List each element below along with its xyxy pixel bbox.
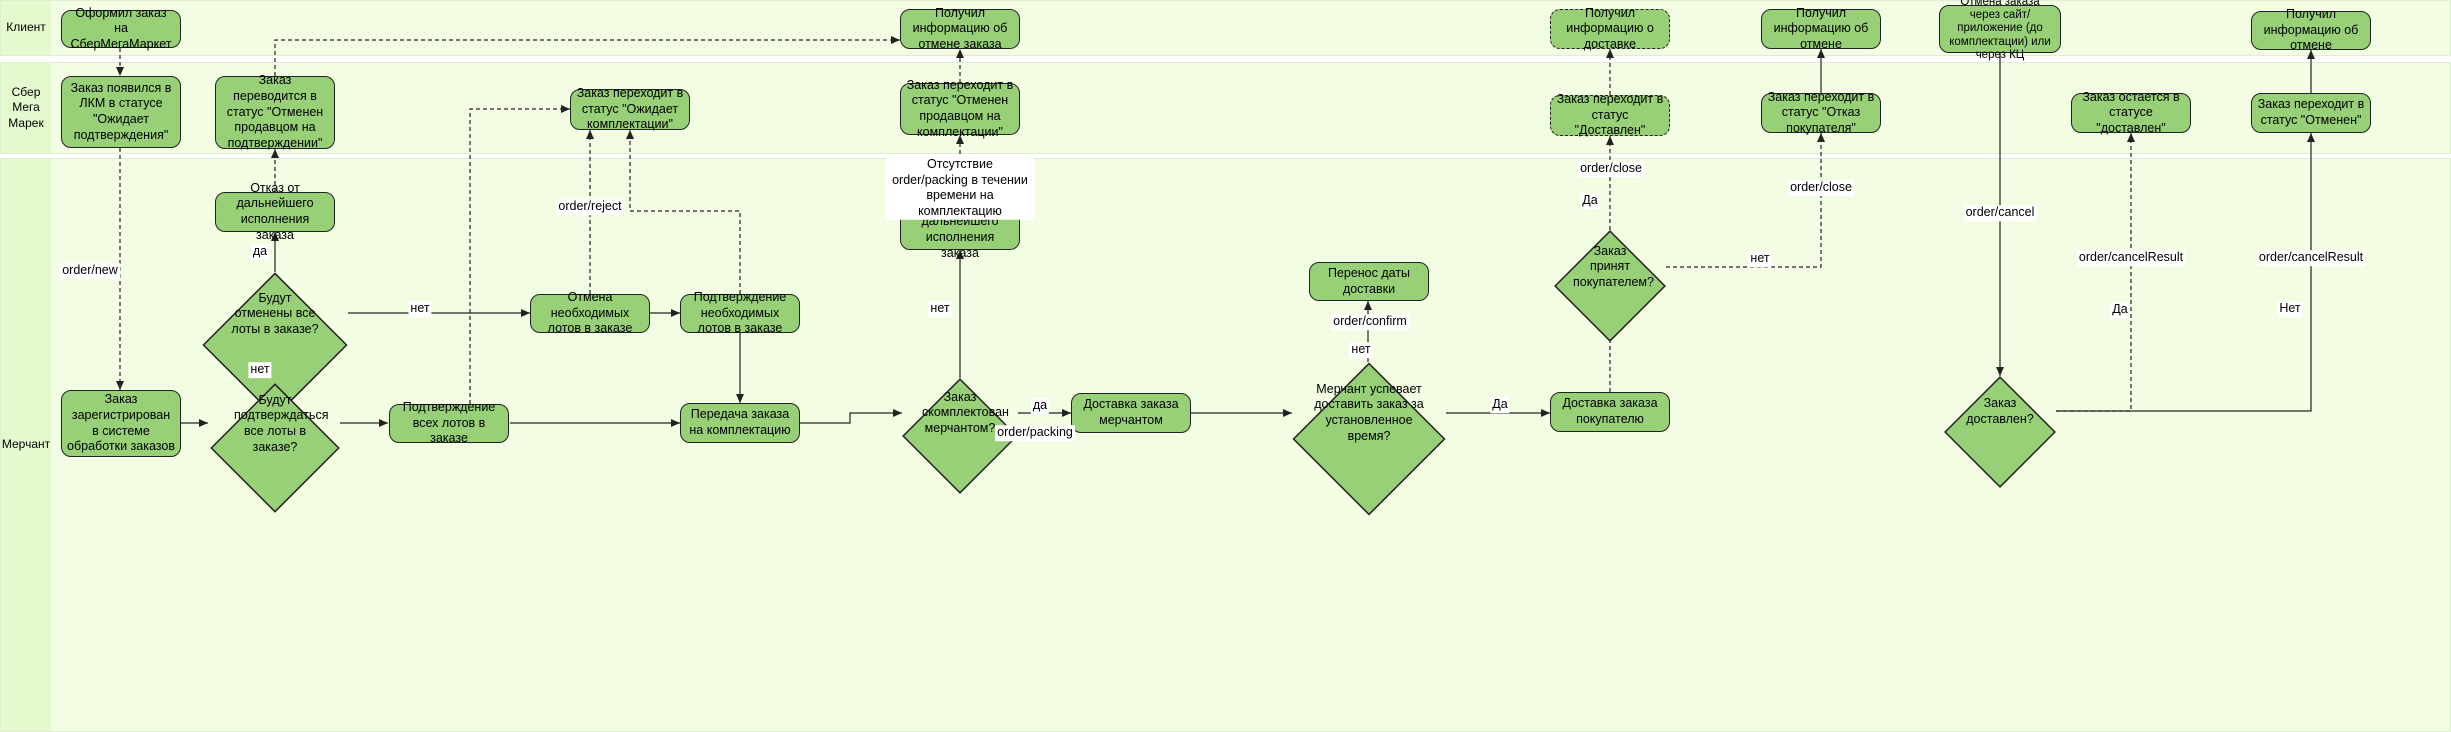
lane-label-sber: Сбер Мега Марек: [1, 63, 51, 153]
edge-accepted-refusal: [1666, 133, 1825, 268]
edge-label-net-partial: нет: [408, 301, 432, 317]
decision-accepted: Заказ принят покупателем?: [1554, 230, 1666, 304]
edge-label-da-refuse: да: [250, 244, 270, 260]
node-order-registered: Заказ зарегистрирован в системе обработк…: [61, 390, 181, 457]
edge-label-order-cancel: order/cancel: [1963, 205, 2037, 221]
edge-label-cancel-result-2: order/cancelResult: [2256, 250, 2366, 266]
edge-cancelstatus-client: [274, 36, 900, 76]
edge-label-net-in-time: нет: [1349, 342, 1373, 358]
edge-label-order-confirm: order/confirm: [1331, 314, 1409, 330]
edge-label-packing-timeout: Отсутствие order/packing в течении време…: [885, 156, 1035, 220]
node-client-refusal-info: Получил информацию об отмене: [1761, 6, 1881, 51]
lane-sber: Сбер Мега Марек: [0, 62, 2451, 154]
decision-shape: [1554, 230, 1666, 342]
edge-confirmlots-waitpack: [626, 130, 741, 294]
decision-shape: [1944, 376, 2056, 488]
edge-label-order-close-2: order/close: [1788, 180, 1854, 196]
node-status-delivered: Заказ переходит в статус "Доставлен": [1550, 92, 1670, 137]
edge-label-net-packed: нет: [928, 301, 952, 317]
edge-label-order-packing: order/packing: [995, 425, 1075, 441]
decision-accepted-text: Заказ принят покупателем?: [1573, 243, 1654, 289]
node-refuse-execution: Отказ от дальнейшего исполнения заказа: [215, 181, 335, 242]
node-customer-delivery: Доставка заказа покупателю: [1550, 392, 1670, 432]
node-client-delivery-info: Получил информацию о доставке: [1550, 6, 1670, 51]
edge-label-net-accepted: нет: [1748, 251, 1772, 267]
node-cancel-lots: Отмена необходимых лотов в заказе: [530, 290, 650, 335]
node-status-cancelled: Заказ переходит в статус "Отменен": [2251, 93, 2371, 133]
decision-in-time-text: Мерчант успевает доставить заказ за уста…: [1314, 381, 1424, 443]
node-client-cancel-info: Получил информацию об отмене заказа: [900, 6, 1020, 51]
node-confirm-all-lots: Подтверждение всех лотов в заказе: [389, 400, 509, 445]
node-status-awaiting-packing: Заказ переходит в статус "Ожидает компле…: [570, 86, 690, 131]
decision-shape: [210, 383, 340, 513]
edge-label-order-reject: order/reject: [556, 199, 624, 215]
edge-label-da-delivered: Да: [2110, 302, 2130, 318]
lane-label-client: Клиент: [1, 1, 51, 55]
node-handover-packing: Передача заказа на комплектацию: [680, 403, 800, 443]
edge-handover-dpacked: [800, 409, 902, 424]
decision-all-confirm: Будут подтверждаться все лоты в заказе?: [210, 383, 340, 465]
decision-in-time: Мерчант успевает доставить заказ за уста…: [1292, 362, 1446, 464]
edge-confirmall-waitpack: [469, 105, 570, 404]
node-client-cancel-request: Отмена заказа через сайт/ приложение (до…: [1939, 0, 2061, 61]
node-client-cancelled-info: Получил информацию об отмене: [2251, 7, 2371, 52]
edge-label-da-accepted: Да: [1580, 193, 1600, 209]
node-reschedule-delivery: Перенос даты доставки: [1309, 262, 1429, 301]
decision-shape: [1292, 362, 1446, 516]
node-status-cancel-confirm: Заказ переводится в статус "Отменен прод…: [215, 73, 335, 150]
edge-label-order-close-1: order/close: [1578, 161, 1644, 177]
node-lkm-awaiting: Заказ появился в ЛКМ в статусе "Ожидает …: [61, 76, 181, 148]
edge-ddelivered-cancelled: [2056, 133, 2315, 412]
node-status-stays-delivered: Заказ остается в статусе "доставлен": [2071, 90, 2191, 135]
decision-delivered-text: Заказ доставлен?: [1966, 396, 2034, 426]
decision-all-confirm-text: Будут подтверждаться все лоты в заказе?: [234, 392, 329, 454]
node-confirm-lots: Подтверждение необходимых лотов в заказе: [680, 290, 800, 335]
edge-label-da-in-time: Да: [1490, 397, 1510, 413]
lane-label-merchant: Мерчант: [1, 159, 51, 731]
edge-label-net-cancel: нет: [248, 362, 272, 378]
edge-ddelivered-stays: [2056, 133, 2135, 412]
node-merchant-delivery: Доставка заказа мерчантом: [1071, 393, 1191, 433]
edge-label-net-delivered: Нет: [2277, 301, 2303, 317]
decision-delivered: Заказ доставлен?: [1944, 376, 2056, 448]
decision-all-cancel: Будут отменены все лоты в заказе?: [202, 272, 348, 356]
decision-packed-text: Заказ скомплектован мерчантом?: [922, 389, 1009, 435]
decision-packed: Заказ скомплектован мерчантом?: [902, 378, 1018, 448]
edge-label-da-packed: да: [1030, 398, 1050, 414]
decision-shape: [902, 378, 1018, 494]
decision-all-cancel-text: Будут отменены все лоты в заказе?: [231, 290, 319, 336]
edge-label-cancel-result-1: order/cancelResult: [2076, 250, 2186, 266]
node-status-buyer-refusal: Заказ переходит в статус "Отказ покупате…: [1761, 90, 1881, 135]
node-order-placed: Оформил заказ на СберМегаМаркет: [61, 6, 181, 51]
edge-label-order-new: order/new: [60, 263, 120, 279]
node-status-cancel-packing: Заказ переходит в статус "Отменен продав…: [900, 78, 1020, 139]
